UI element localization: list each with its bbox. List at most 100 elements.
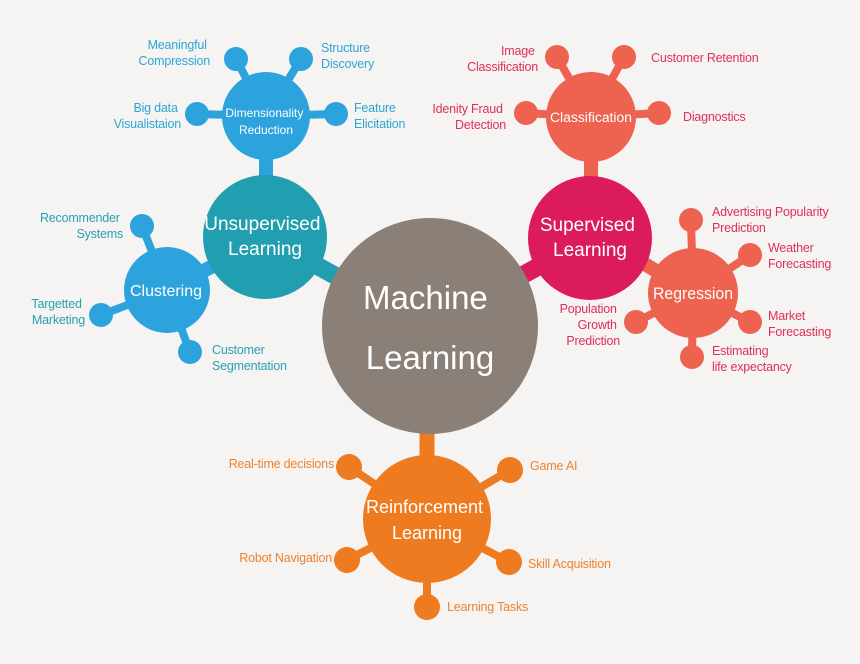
label-line: Robot Navigation [239, 551, 332, 565]
label-line: Customer Retention [651, 51, 759, 65]
dimensionality-line1: Dimensionality [225, 106, 303, 120]
node-image-classification [545, 45, 569, 69]
label-line: Forecasting [768, 257, 831, 271]
label-line: life expectancy [712, 360, 793, 374]
label-line: Prediction [712, 221, 766, 235]
classification-label: Classification [550, 110, 632, 125]
label-line: Prediction [566, 334, 620, 348]
label-line: Game AI [530, 459, 577, 473]
label-line: Big data [133, 101, 178, 115]
label-line: Weather [768, 241, 814, 255]
dimensionality-reduction-label: Dimensionality Reduction [225, 106, 306, 137]
unsupervised-learning-label: Unsupervised Learning [204, 214, 325, 260]
classification-circle [546, 72, 636, 162]
node-meaningful-compression [224, 47, 248, 71]
classification-text: Classification [550, 110, 632, 125]
label-line: Estimating [712, 344, 769, 358]
label-line: Marketing [32, 313, 85, 327]
label-line: Diagnostics [683, 110, 745, 124]
node-real-time-decisions [336, 454, 362, 480]
dimensionality-line2: Reduction [239, 123, 293, 137]
label-game-ai: Game AI [530, 459, 577, 473]
label-customer-retention: Customer Retention [651, 51, 759, 65]
supervised-learning-circle [528, 176, 652, 300]
unsupervised-line2: Learning [228, 239, 302, 260]
label-estimating-life-expectancy: Estimating life expectancy [712, 344, 793, 374]
label-line: Structure [321, 41, 370, 55]
machine-learning-line2: Learning [366, 339, 494, 376]
label-line: Visualistaion [114, 117, 182, 131]
node-big-data-visualistaion [185, 102, 209, 126]
node-customer-segmentation [178, 340, 202, 364]
label-diagnostics: Diagnostics [683, 110, 745, 124]
label-line: Population [560, 302, 617, 316]
machine-learning-circle [322, 218, 538, 434]
label-line: Real-time decisions [229, 457, 334, 471]
label-line: Customer [212, 343, 265, 357]
label-line: Systems [76, 227, 123, 241]
label-line: Recommender [40, 211, 120, 225]
label-structure-discovery: Structure Discovery [321, 41, 375, 71]
reinforcement-learning-circle [363, 455, 491, 583]
node-market-forecasting [738, 310, 762, 334]
supervised-line2: Learning [553, 240, 627, 261]
label-line: Idenity Fraud [432, 102, 503, 116]
label-line: Discovery [321, 57, 375, 71]
label-feature-elicitation: Feature Elicitation [354, 101, 406, 131]
node-estimating-life-expectancy [680, 345, 704, 369]
label-line: Market [768, 309, 806, 323]
label-line: Meaningful [148, 38, 207, 52]
label-line: Image [501, 44, 535, 58]
node-advertising-popularity-prediction [679, 208, 703, 232]
clustering-text: Clustering [130, 283, 202, 300]
label-line: Forecasting [768, 325, 831, 339]
label-line: Growth [578, 318, 617, 332]
label-advertising-popularity-prediction: Advertising Popularity Prediction [712, 205, 832, 235]
label-big-data-visualistaion: Big data Visualistaion [114, 101, 182, 131]
regression-label: Regression [653, 285, 733, 303]
label-line: Feature [354, 101, 396, 115]
node-targetted-marketing [89, 303, 113, 327]
node-customer-retention [612, 45, 636, 69]
reinforcement-line1: Reinforcement [366, 497, 483, 517]
label-line: Classification [467, 60, 538, 74]
node-skill-acquisition [496, 549, 522, 575]
node-weather-forecasting [738, 243, 762, 267]
label-learning-tasks: Learning Tasks [447, 600, 528, 614]
node-idenity-fraud-detection [514, 101, 538, 125]
label-targetted-marketing: Targetted Marketing [31, 297, 85, 327]
node-feature-elicitation [324, 102, 348, 126]
label-robot-navigation: Robot Navigation [239, 551, 332, 565]
reinforcement-learning-label: Reinforcement Learning [366, 497, 488, 543]
label-recommender-systems: Recommender Systems [40, 211, 123, 241]
label-line: Skill Acquisition [528, 557, 611, 571]
label-meaningful-compression: Meaningful Compression [139, 38, 211, 68]
label-market-forecasting: Market Forecasting [768, 309, 831, 339]
reinforcement-line2: Learning [392, 523, 462, 543]
label-customer-segmentation: Customer Segmentation [212, 343, 287, 373]
node-structure-discovery [289, 47, 313, 71]
unsupervised-learning-circle [203, 175, 327, 299]
node-population-growth-prediction [624, 310, 648, 334]
label-line: Learning Tasks [447, 600, 528, 614]
unsupervised-line1: Unsupervised [204, 214, 320, 235]
supervised-line1: Supervised [540, 215, 635, 236]
label-idenity-fraud-detection: Idenity Fraud Detection [432, 102, 506, 132]
node-robot-navigation [334, 547, 360, 573]
node-game-ai [497, 457, 523, 483]
label-line: Elicitation [354, 117, 406, 131]
label-skill-acquisition: Skill Acquisition [528, 557, 611, 571]
regression-text: Regression [653, 285, 733, 303]
label-real-time-decisions: Real-time decisions [229, 457, 334, 471]
node-recommender-systems [130, 214, 154, 238]
clustering-label: Clustering [130, 283, 202, 300]
dimensionality-reduction-circle [222, 72, 310, 160]
label-line: Targetted [31, 297, 82, 311]
supervised-learning-label: Supervised Learning [540, 215, 640, 261]
regression-circle [648, 248, 738, 338]
label-line: Compression [139, 54, 211, 68]
label-line: Segmentation [212, 359, 287, 373]
clustering-circle [124, 247, 210, 333]
